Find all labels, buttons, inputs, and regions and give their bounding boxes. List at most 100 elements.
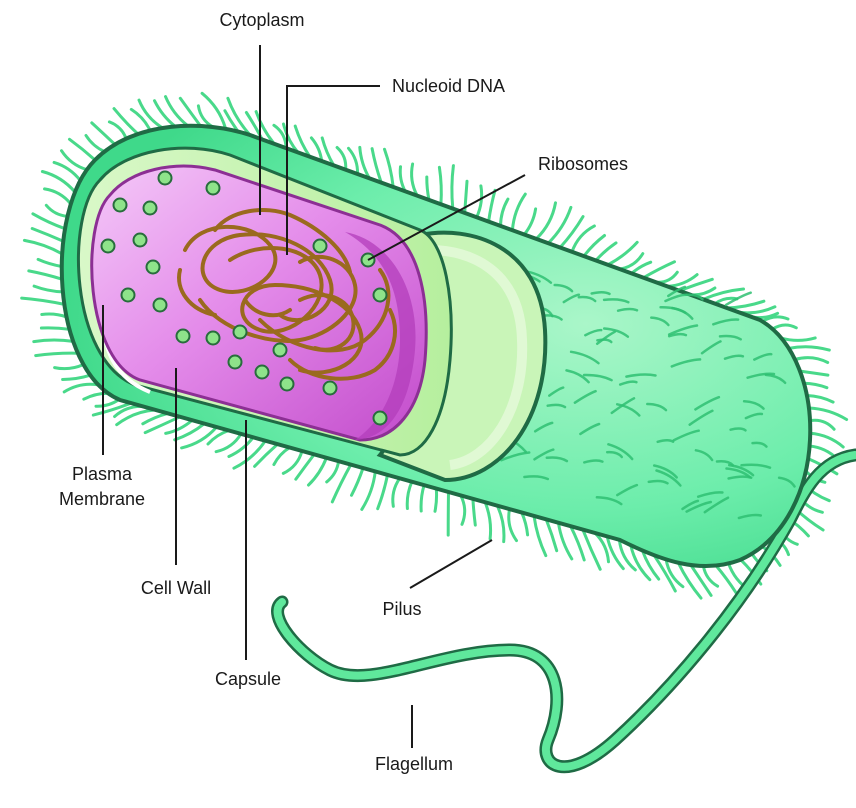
pilus-hair	[536, 203, 555, 239]
ribosome	[207, 182, 220, 195]
pilus-hair	[501, 199, 508, 226]
ribosome	[234, 326, 247, 339]
pilus-hair	[143, 413, 168, 423]
pilus-hair	[34, 340, 73, 342]
pilus-hair	[435, 489, 437, 512]
ribosome	[374, 412, 387, 425]
ribosome	[314, 240, 327, 253]
label-flagellum: Flagellum	[375, 754, 453, 774]
label-ribosomes: Ribosomes	[538, 154, 628, 174]
pilus-hair	[216, 434, 241, 452]
pilus-hair	[175, 424, 205, 440]
pilus-hair	[46, 205, 67, 216]
pilus-hair	[45, 189, 71, 204]
pilus-hair	[439, 167, 441, 204]
pilus-hair	[452, 166, 454, 209]
ribosome	[134, 234, 147, 247]
ribosome	[274, 344, 287, 357]
ribosome	[159, 172, 172, 185]
ribosome	[147, 261, 160, 274]
pilus-hair	[800, 371, 828, 375]
pilus-hair	[63, 375, 91, 379]
ribosome	[102, 240, 115, 253]
pilus-hair	[234, 441, 266, 469]
pilus-hair	[385, 149, 394, 187]
ribosome	[144, 202, 157, 215]
pilus-hair	[36, 353, 78, 355]
pilus-hair	[512, 194, 525, 230]
pilus-hair	[86, 136, 105, 152]
pilus-hair	[109, 122, 126, 139]
pilus-hair	[781, 338, 815, 340]
pilus-hair	[524, 209, 535, 235]
pilus-hair	[327, 461, 339, 482]
pilus-hair	[546, 519, 557, 550]
pilus-hair	[92, 123, 115, 145]
pilus-hair	[393, 478, 400, 506]
pilus-hair	[678, 563, 701, 598]
pilus-hair	[807, 396, 833, 403]
pilus-hair	[34, 286, 63, 292]
ribosome	[324, 382, 337, 395]
pilus-hair	[473, 499, 475, 525]
pilus-hair	[378, 475, 388, 509]
pilus-hair	[84, 393, 108, 399]
pilus-hair	[55, 365, 84, 369]
pilus-hair	[155, 101, 176, 127]
label-nucleoid-dna: Nucleoid DNA	[392, 76, 505, 96]
label-cell-wall: Cell Wall	[141, 578, 211, 598]
pilus-hair	[497, 506, 504, 542]
pilus-hair	[24, 240, 62, 254]
pilus-hair	[38, 259, 62, 266]
pilus-hair	[274, 448, 290, 465]
pilus-hair	[427, 177, 429, 200]
ribosome	[229, 356, 242, 369]
pilus-hair	[810, 433, 843, 447]
pilus-hair	[352, 468, 364, 495]
pilus-hair	[485, 502, 490, 539]
pilus-hair	[703, 566, 717, 586]
ribosome	[177, 330, 190, 343]
pilus-hair	[795, 358, 828, 363]
pilus-hair	[509, 509, 517, 540]
label-plasma-membrane-line1: Plasma	[72, 464, 133, 484]
label-capsule: Capsule	[215, 669, 281, 689]
pilus-hair	[32, 229, 63, 242]
pilus-hair	[229, 437, 253, 456]
pilus-hair	[773, 325, 797, 329]
pilus-hair	[372, 149, 381, 183]
pilus-hair	[22, 298, 65, 304]
ribosome	[207, 332, 220, 345]
pilus-hair	[42, 314, 67, 317]
pilus-hair	[412, 164, 418, 196]
ribosome	[154, 299, 167, 312]
pilus-hair	[202, 93, 226, 129]
pilus-hair	[716, 566, 736, 593]
pilus-hair	[29, 271, 62, 279]
pilus-hair	[655, 272, 677, 282]
pilus-hair	[139, 100, 163, 128]
ribosome	[122, 289, 135, 302]
pilus-hair	[283, 451, 302, 473]
ribosome	[256, 366, 269, 379]
pilus-hair	[596, 243, 616, 261]
pilus-hair	[96, 400, 119, 407]
pilus-hair	[362, 472, 376, 510]
label-plasma-membrane-line2: Membrane	[59, 489, 145, 509]
ribosome	[114, 199, 127, 212]
pilus-hair	[400, 167, 405, 192]
pilus-hair	[182, 427, 217, 448]
ribosome	[281, 378, 294, 391]
pilus-hair	[309, 458, 327, 485]
pilus-hair	[691, 288, 715, 295]
pilus-hair	[64, 384, 98, 392]
label-pilus: Pilus	[382, 599, 421, 619]
pilus-hair	[41, 328, 69, 329]
pilus-hair	[804, 383, 827, 388]
pilus-hair	[534, 516, 546, 556]
pilus-hair	[809, 408, 847, 420]
pilus-hair	[789, 347, 830, 350]
pilus-hair	[407, 482, 412, 509]
